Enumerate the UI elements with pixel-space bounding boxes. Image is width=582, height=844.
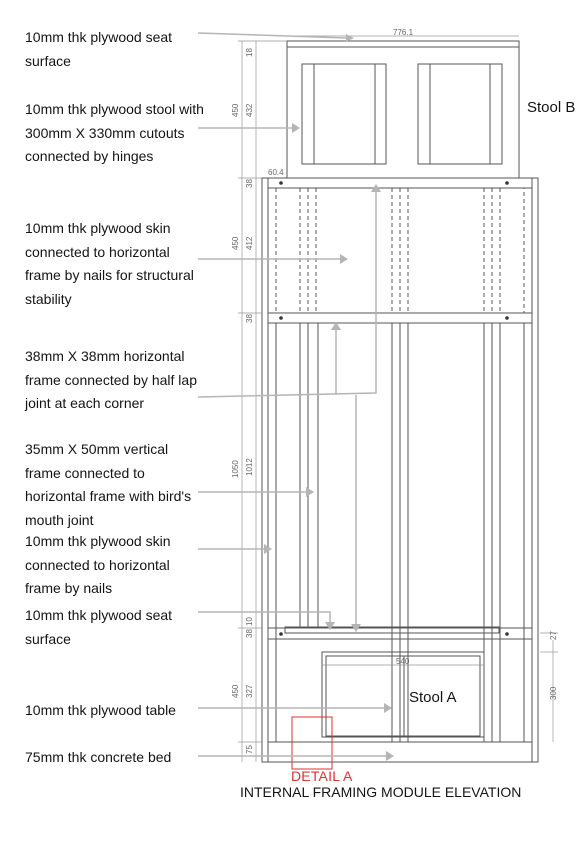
horizontal-frame-middle [267, 312, 533, 324]
dim-1050: 1050 [231, 460, 240, 478]
dim-1012: 1012 [245, 458, 254, 476]
dim-412: 412 [245, 236, 254, 250]
note-plywood-skin-nails: 10mm thk plywood skin connected to horiz… [25, 220, 194, 307]
stool-b-label: Stool B [527, 99, 576, 116]
stool-b-cutout-right [417, 63, 503, 165]
drawing-caption: INTERNAL FRAMING MODULE ELEVATION [240, 784, 522, 800]
dim-450-b: 450 [231, 236, 240, 250]
detail-a-marker [291, 716, 333, 770]
note-plywood-table: 10mm thk plywood table [25, 702, 176, 718]
note-vertical-frame: 35mm X 50mm vertical frame connected to … [25, 441, 192, 528]
leader-lines [197, 32, 388, 757]
dim-18: 18 [245, 48, 254, 57]
seat-surface-lower [284, 626, 500, 634]
dim-38-c: 38 [245, 629, 254, 638]
dim-776: 776.1 [393, 28, 414, 37]
note-horizontal-frame: 38mm X 38mm horizontal frame connected b… [25, 348, 197, 411]
dim-60: 60.4 [268, 168, 284, 177]
dim-450-a: 450 [231, 103, 240, 117]
dim-10: 10 [245, 617, 254, 626]
note-seat-surface-lower: 10mm thk plywood seat surface [25, 607, 173, 647]
vertical-frame-members [275, 323, 525, 742]
note-concrete-bed: 75mm thk concrete bed [25, 749, 172, 765]
dim-27: 27 [549, 631, 558, 640]
detail-a-label: DETAIL A [291, 768, 353, 784]
dim-38-a: 38 [245, 179, 254, 188]
horizontal-frame-top [267, 177, 533, 189]
dim-300: 300 [549, 686, 558, 700]
dim-432: 432 [245, 103, 254, 117]
stool-a-body [321, 651, 485, 738]
note-plywood-stool: 10mm thk plywood stool with 300mm X 330m… [25, 101, 204, 164]
stool-b-body [286, 40, 520, 179]
stool-b-cutout-left [301, 63, 387, 165]
dim-540: 540 [396, 657, 410, 666]
dim-75: 75 [245, 745, 254, 754]
dim-327: 327 [245, 684, 254, 698]
stool-a-label: Stool A [409, 689, 457, 706]
note-seat-surface-top: 10mm thk plywood seat surface [25, 29, 173, 69]
skin-dashed [275, 187, 525, 314]
dim-38-b: 38 [245, 314, 254, 323]
note-plywood-skin: 10mm thk plywood skin connected to horiz… [25, 533, 171, 596]
dim-450-c: 450 [231, 684, 240, 698]
